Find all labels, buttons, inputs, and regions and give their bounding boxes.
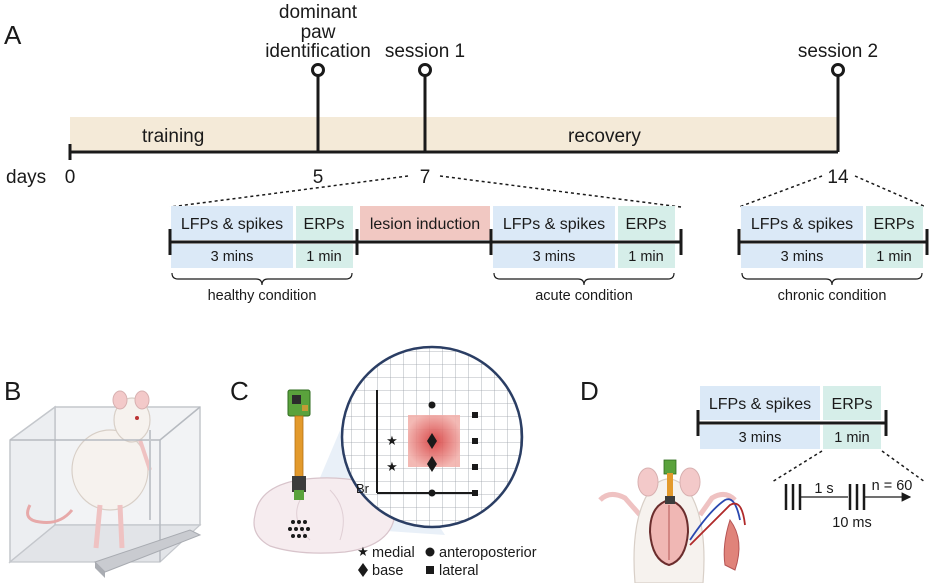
event-day14: session 2 (798, 41, 878, 62)
timeline-background (70, 117, 838, 151)
svg-text:3 mins: 3 mins (739, 430, 782, 446)
stimulation-train (784, 484, 912, 510)
tick-day0: 0 (65, 167, 76, 188)
event-day5-line2: paw (301, 22, 336, 43)
svg-text:3 mins: 3 mins (781, 249, 824, 265)
legend-lateral: lateral (439, 563, 479, 579)
electrode-legend: ★ medial anteroposterior base lateral (357, 545, 537, 579)
svg-text:1 min: 1 min (834, 430, 869, 446)
bracket-acute (493, 272, 675, 286)
legend-anteroposterior: anteroposterior (439, 545, 537, 561)
stim-count: n = 60 (872, 478, 913, 494)
svg-text:ERPs: ERPs (304, 216, 345, 233)
svg-text:3 mins: 3 mins (533, 249, 576, 265)
legend-base: base (372, 563, 403, 579)
svg-text:3 mins: 3 mins (211, 249, 254, 265)
event-pin-day14 (831, 63, 845, 152)
tick-day7: 7 (420, 167, 431, 188)
event-day5-line1: dominant (279, 2, 358, 23)
svg-text:1 min: 1 min (876, 249, 911, 265)
event-day7: session 1 (385, 41, 465, 62)
tick-day5: 5 (313, 167, 324, 188)
panel-label-b: B (4, 376, 21, 406)
svg-text:1 min: 1 min (628, 249, 663, 265)
label-healthy: healthy condition (208, 288, 317, 304)
svg-text:ERPs: ERPs (626, 216, 667, 233)
svg-text:ERPs: ERPs (874, 216, 915, 233)
rat-topview-illustration (598, 459, 746, 583)
legend-medial: medial (372, 545, 415, 561)
bregma-label: Br (356, 481, 370, 496)
panel-label-c: C (230, 376, 249, 406)
bracket-healthy (171, 272, 353, 286)
svg-text:LFPs & spikes: LFPs & spikes (503, 216, 605, 233)
svg-text:★: ★ (357, 545, 369, 560)
rat-cage-illustration (8, 390, 202, 578)
phase-training: training (142, 126, 204, 147)
bracket-chronic (741, 272, 923, 286)
lesion-box (360, 206, 490, 240)
svg-text:★: ★ (386, 460, 398, 475)
lesion-label: lesion induction (370, 216, 480, 233)
event-day5-line3: identification (265, 41, 371, 62)
event-pin-day5 (311, 63, 325, 152)
svg-text:ERPs: ERPs (832, 396, 873, 413)
electrode-map-zoom: Br ★ ★ (340, 345, 524, 529)
phase-recovery: recovery (568, 126, 641, 147)
svg-text:LFPs & spikes: LFPs & spikes (181, 216, 283, 233)
svg-text:LFPs & spikes: LFPs & spikes (751, 216, 853, 233)
stim-pulse: 10 ms (832, 515, 872, 531)
protocol-session: LFPs & spikes ERPs 3 mins 1 min (696, 386, 888, 449)
label-chronic: chronic condition (778, 288, 887, 304)
panel-label-a: A (4, 20, 22, 50)
label-acute: acute condition (535, 288, 633, 304)
svg-text:★: ★ (386, 434, 398, 449)
stim-interval: 1 s (814, 481, 833, 497)
protocol-healthy: LFPs & spikes ERPs 3 mins 1 min (171, 206, 353, 268)
days-label: days (6, 167, 46, 188)
svg-text:1 min: 1 min (306, 249, 341, 265)
panel-label-d: D (580, 376, 599, 406)
svg-text:LFPs & spikes: LFPs & spikes (709, 396, 811, 413)
protocol-acute: LFPs & spikes ERPs 3 mins 1 min (493, 206, 675, 268)
protocol-chronic: LFPs & spikes ERPs 3 mins 1 min (737, 206, 929, 268)
tick-day14: 14 (827, 167, 849, 188)
event-pin-day7 (418, 63, 432, 152)
